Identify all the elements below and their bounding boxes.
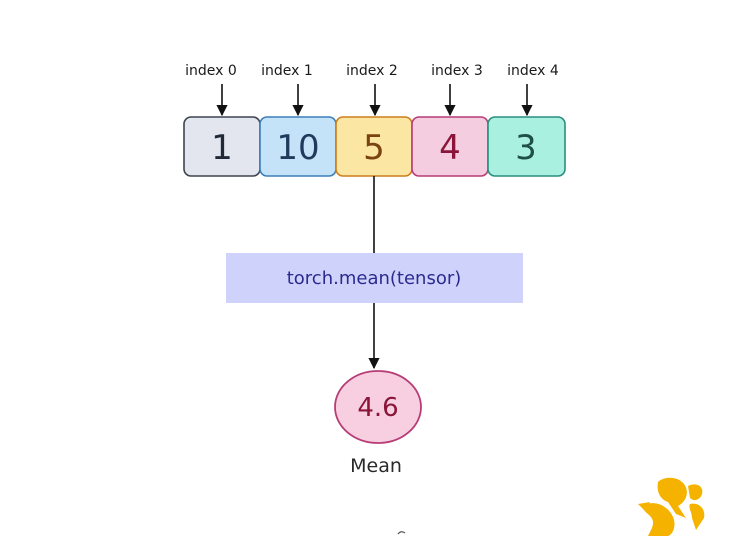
result-value: 4.6 bbox=[357, 393, 398, 423]
index-label-1: index 1 bbox=[261, 63, 313, 79]
index-label-4: index 4 bbox=[507, 63, 559, 79]
index-label-0: index 0 bbox=[185, 63, 237, 79]
yellow-mascot-logo bbox=[638, 477, 705, 536]
operation-rect bbox=[226, 253, 523, 303]
result-node: 4.6 Mean bbox=[334, 370, 422, 477]
tensor-value-3: 4 bbox=[439, 128, 461, 168]
tensor-value-1: 10 bbox=[276, 128, 319, 168]
operation-label: torch.mean(tensor) bbox=[287, 268, 462, 289]
index-label-2: index 2 bbox=[346, 63, 398, 79]
bottom-mark bbox=[397, 531, 406, 535]
tensor-value-4: 3 bbox=[515, 128, 537, 168]
operation-box: torch.mean(tensor) bbox=[226, 253, 523, 303]
tensor-value-2: 5 bbox=[363, 128, 385, 168]
tensor-cells: 1 10 5 4 3 bbox=[183, 116, 566, 177]
index-labels: index 0 index 1 index 2 index 3 index 4 bbox=[185, 63, 559, 79]
index-label-3: index 3 bbox=[431, 63, 483, 79]
result-label: Mean bbox=[350, 455, 402, 477]
tensor-value-0: 1 bbox=[211, 128, 233, 168]
result-ellipse bbox=[334, 370, 422, 444]
index-arrows bbox=[216, 84, 533, 117]
tensor-cell-4 bbox=[487, 116, 566, 177]
